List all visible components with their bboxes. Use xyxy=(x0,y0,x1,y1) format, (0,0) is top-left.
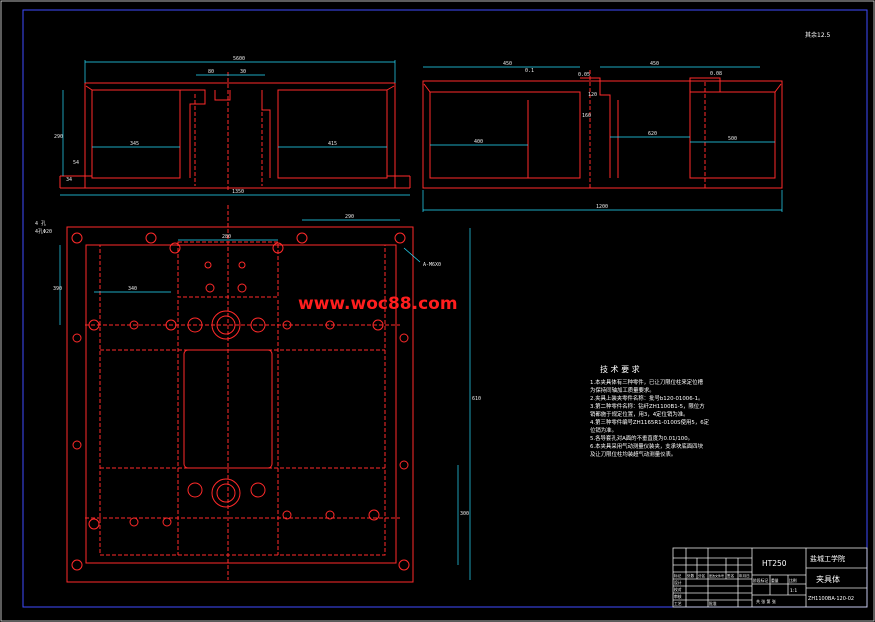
dim-label: 34 xyxy=(66,177,72,183)
dim-label: 4孔Φ20 xyxy=(35,228,52,235)
title-header: 阶段标记 xyxy=(753,578,768,583)
section-view-right-dimensions: 450 0.1 0.05 450 120 0.08 160 400 620 50… xyxy=(422,61,783,212)
title-header: 年月日 xyxy=(739,573,750,578)
title-block: 标记 处数 分区 更改文件号 签名 年月日 设计 校对 审核 工艺 批准 阶段标… xyxy=(672,547,868,608)
title-header: 签名 xyxy=(727,573,735,578)
tech-req-line: 2.夹具上装夹零件名称：批号b120-01006-1。 xyxy=(590,394,703,402)
tech-req-line: 位销为准。 xyxy=(590,426,617,434)
dim-label: 1200 xyxy=(596,204,608,210)
drawing-number: ZH1100BA·120-02 xyxy=(808,596,854,602)
sheet-info: 共 张 第 张 xyxy=(756,598,776,604)
dim-label: 340 xyxy=(128,286,137,292)
roughness-note: 其余12.5 xyxy=(805,31,831,39)
drawing-border xyxy=(22,9,868,608)
material-label: HT250 xyxy=(762,559,787,568)
dim-label: 5600 xyxy=(233,56,245,62)
dim-label: 290 xyxy=(345,214,354,220)
dim-label: 450 xyxy=(650,61,659,67)
watermark: www.woc88.com xyxy=(298,294,458,314)
section-view-left-dimensions: 5600 80 30 290 345 415 54 34 1350 xyxy=(54,56,410,196)
title-header: 处数 xyxy=(687,573,695,578)
title-row: 工艺 xyxy=(674,601,682,606)
tech-req-line: 5.各导套孔对A面的不垂直度为0.01/100。 xyxy=(590,434,693,442)
dim-label: 0.1 xyxy=(525,68,534,74)
tech-req-line: 3.第二种零件名称：钻纤ZH1100B1-5，限位方 xyxy=(590,402,705,410)
dim-label: 0.05 xyxy=(578,72,590,78)
dim-label: 500 xyxy=(728,136,737,142)
tech-req-title: 技 术 要 求 xyxy=(600,364,640,374)
tech-req-line: 6.本夹具采用气动测量仪装夹，支承块底面四块 xyxy=(590,442,704,450)
title-row: 设计 xyxy=(674,580,682,585)
dim-label: 1350 xyxy=(232,189,244,195)
dim-label: 610 xyxy=(472,396,481,402)
title-row: 校对 xyxy=(674,587,682,592)
technical-requirements: 技 术 要 求 1.本夹具体有三种零件，已让刀限位柱来定位槽 为保持同轴加工质量… xyxy=(590,364,710,458)
dim-label: 400 xyxy=(474,139,483,145)
tech-req-line: 4.第三种零件编号ZH1165R1-0100S使用5，6定 xyxy=(590,418,710,426)
tech-req-line: 为保持同轴加工质量要求。 xyxy=(590,386,655,394)
tech-req-line: 销都施于规定位置，用3，4定位销为准。 xyxy=(590,410,689,418)
dim-label: 450 xyxy=(503,61,512,67)
dim-label: A-M6X0 xyxy=(423,262,441,268)
dim-label: 160 xyxy=(582,113,591,119)
dim-label: 4 孔 xyxy=(35,220,46,227)
section-view-right xyxy=(422,70,783,190)
dim-label: 120 xyxy=(588,92,597,98)
dim-label: 390 xyxy=(53,286,62,292)
dim-label: 30 xyxy=(240,69,246,75)
title-header: 重量 xyxy=(771,578,779,583)
dim-label: 345 xyxy=(130,141,139,147)
title-header: 比例 xyxy=(789,578,797,583)
title-header: 标记 xyxy=(674,573,682,578)
dim-label: 300 xyxy=(460,511,469,517)
plan-view-dimensions: 4 孔 4孔Φ20 280 290 390 610 340 300 A-M6X0 xyxy=(35,214,481,580)
school-name: 盐城工学院 xyxy=(810,554,845,563)
dim-label: 415 xyxy=(328,141,337,147)
title-row: 批准 xyxy=(709,601,717,606)
dim-label: 280 xyxy=(222,234,231,240)
scale-value: 1:1 xyxy=(790,588,797,594)
tech-req-line: 1.本夹具体有三种零件，已让刀限位柱来定位槽 xyxy=(590,378,704,386)
dim-label: 54 xyxy=(73,160,79,166)
part-name: 夹具体 xyxy=(816,574,840,584)
dim-label: 80 xyxy=(208,69,214,75)
tech-req-line: 及让刀限位柱均装超气动测量仪表。 xyxy=(590,450,676,458)
section-view-left xyxy=(59,72,411,192)
dim-label: 290 xyxy=(54,134,63,140)
title-row: 审核 xyxy=(674,594,682,599)
title-header: 分区 xyxy=(698,573,706,578)
dim-label: 0.08 xyxy=(710,71,722,77)
dim-label: 620 xyxy=(648,131,657,137)
plan-view xyxy=(66,205,414,583)
title-header: 更改文件号 xyxy=(709,573,724,578)
